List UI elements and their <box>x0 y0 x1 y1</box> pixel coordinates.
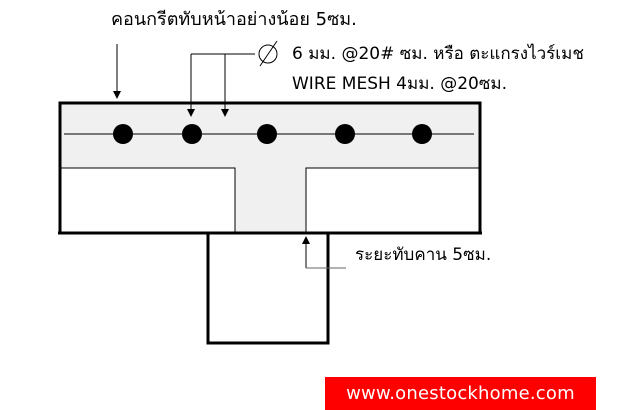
precast-plank-left <box>60 167 236 234</box>
rebar-dot <box>113 124 133 144</box>
brand-url-badge: www.onestockhome.com <box>325 377 596 410</box>
rebar-leader-arrow-icon <box>187 53 255 117</box>
rebar-label-line1: 6 มม. @20# ซม. หรือ ตะแกรงไวร์เมช <box>292 44 584 64</box>
rebar-dot <box>182 124 202 144</box>
topping-label: คอนกรีตทับหน้าอย่างน้อย 5ซม. <box>111 9 357 30</box>
topping-leader-arrow-icon <box>113 44 121 99</box>
rebar-dot <box>335 124 355 144</box>
diameter-icon <box>258 40 278 67</box>
beam <box>206 231 330 345</box>
bearing-label: ระยะทับคาน 5ซม. <box>355 245 492 265</box>
rebar-label-line2: WIRE MESH 4มม. @20ซม. <box>292 74 507 94</box>
rebar-dot <box>257 124 277 144</box>
precast-plank-right <box>305 167 480 234</box>
rebar-dots <box>113 124 432 144</box>
bearing-leader-arrow-icon <box>302 236 346 269</box>
rebar-dot <box>412 124 432 144</box>
